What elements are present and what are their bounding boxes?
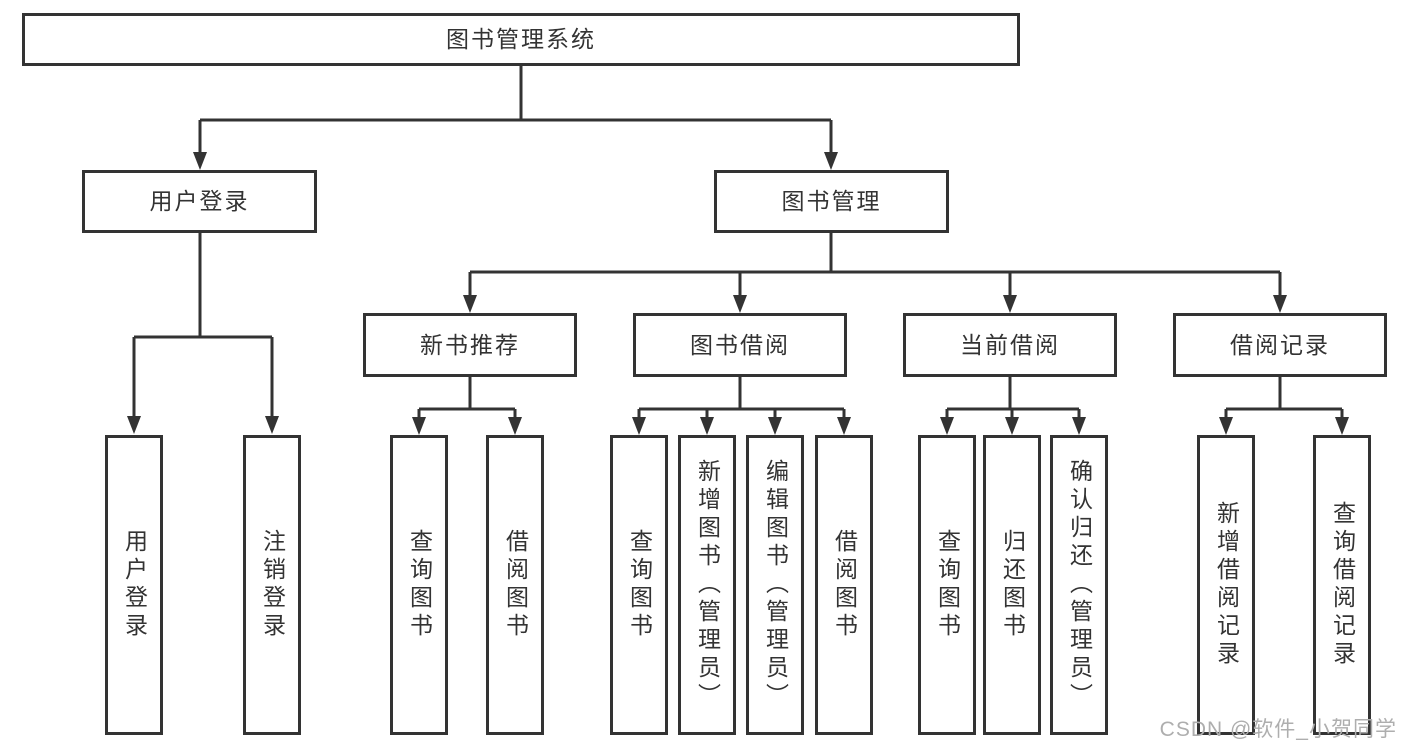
leaf-add-borrow-record: 新增借阅记录 (1197, 435, 1255, 735)
node-current-borrow: 当前借阅 (903, 313, 1117, 377)
node-book-management: 图书管理 (714, 170, 949, 233)
leaf-borrow-books-2: 借阅图书 (815, 435, 873, 735)
leaf-add-book-admin: 新增图书（管理员） (678, 435, 736, 735)
node-borrow-records: 借阅记录 (1173, 313, 1387, 377)
leaf-query-books-2: 查询图书 (610, 435, 668, 735)
leaf-query-books-3: 查询图书 (918, 435, 976, 735)
leaf-edit-book-admin: 编辑图书（管理员） (746, 435, 804, 735)
leaf-user-login: 用户登录 (105, 435, 163, 735)
node-book-borrow: 图书借阅 (633, 313, 847, 377)
leaf-query-borrow-record: 查询借阅记录 (1313, 435, 1371, 735)
node-root-system: 图书管理系统 (22, 13, 1020, 66)
leaf-logout: 注销登录 (243, 435, 301, 735)
leaf-return-book: 归还图书 (983, 435, 1041, 735)
node-new-book-recommend: 新书推荐 (363, 313, 577, 377)
node-user-login: 用户登录 (82, 170, 317, 233)
leaf-confirm-return-admin: 确认归还（管理员） (1050, 435, 1108, 735)
watermark-text: CSDN @软件_小贺同学 (1159, 718, 1397, 741)
leaf-query-books-1: 查询图书 (390, 435, 448, 735)
leaf-borrow-books-1: 借阅图书 (486, 435, 544, 735)
